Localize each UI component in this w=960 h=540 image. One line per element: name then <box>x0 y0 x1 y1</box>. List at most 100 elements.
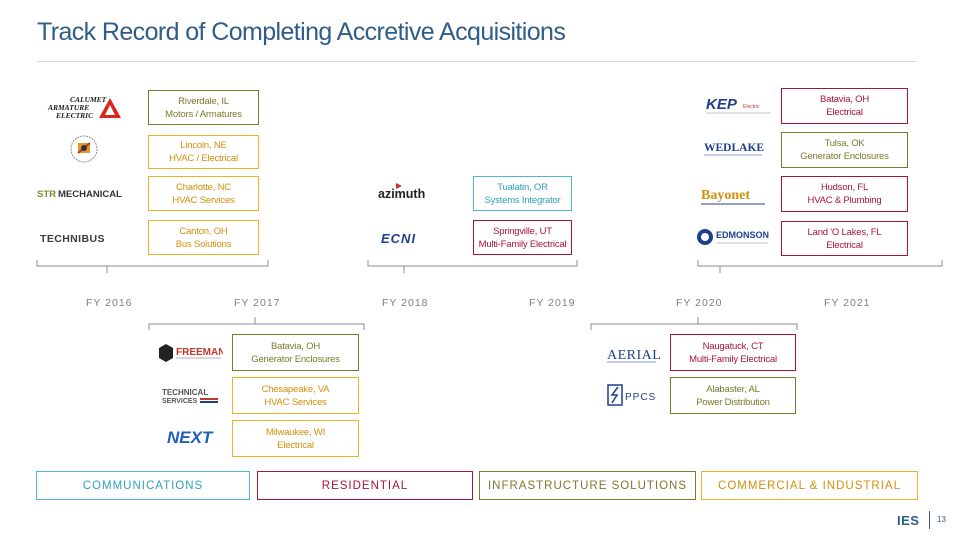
technibus-logo-text: TECHNIBUS <box>40 233 105 245</box>
acquisition-type: Systems Integrator <box>484 194 561 206</box>
acquisition-location: Batavia, OH <box>270 340 320 352</box>
acquisition-location: Tualatin, OR <box>497 181 548 193</box>
acquisition-location: Chesapeake, VA <box>261 383 330 395</box>
seal-logo <box>64 134 104 164</box>
acquisition-card: Canton, OH Bus Solutions <box>148 220 259 255</box>
technical-logo-word2: SERVICES <box>162 398 198 405</box>
bracket-2018 <box>367 260 578 267</box>
acquisition-card: Hudson, FL HVAC & Plumbing <box>781 176 908 212</box>
acquisition-card: Chesapeake, VA HVAC Services <box>232 377 359 414</box>
acquisition-type: Electrical <box>826 239 863 251</box>
wedlake-logo: WEDLAKE <box>704 139 766 159</box>
bracket-2016 <box>36 260 269 267</box>
legend-residential: RESIDENTIAL <box>257 471 473 500</box>
acquisition-location: Milwaukee, WI <box>265 426 326 438</box>
bayonet-logo: Bayonet <box>701 184 769 208</box>
legend-infrastructure: INFRASTRUCTURE SOLUTIONS <box>479 471 696 500</box>
azimuth-logo: azimuth <box>378 183 436 201</box>
acquisition-type: Motors / Armatures <box>165 108 242 120</box>
technical-logo-word1: TECHNICAL <box>162 388 208 397</box>
wedlake-logo-text: WEDLAKE <box>704 142 764 154</box>
next-logo: NEXT <box>166 426 216 450</box>
kep-logo-text: KEP <box>706 96 738 113</box>
acquisition-location: Hudson, FL <box>820 182 869 193</box>
calumet-logo: CALUMET ARMATURE ELECTRIC <box>46 94 122 120</box>
acquisition-type: Electrical <box>277 439 314 451</box>
acquisition-card: Batavia, OH Generator Enclosures <box>232 334 359 371</box>
ecni-logo: ECNI <box>380 230 430 246</box>
acquisition-type: HVAC Services <box>172 194 235 206</box>
title-divider <box>37 61 917 62</box>
acquisition-type: Multi-Family Electrical <box>689 353 777 365</box>
acquisition-type: HVAC Services <box>264 396 327 408</box>
fy-label: FY 2018 <box>382 297 429 309</box>
calumet-logo-word2: ARMATURE <box>47 103 89 112</box>
str-mechanical-logo: STR MECHANICAL <box>37 186 125 200</box>
acquisition-type: Generator Enclosures <box>251 353 340 365</box>
acquisition-type: Power Distribution <box>696 396 770 408</box>
acquisition-location: Lincoln, NE <box>180 140 227 151</box>
svg-text:Electric: Electric <box>743 104 760 110</box>
legend-communications: COMMUNICATIONS <box>36 471 250 500</box>
acquisition-card: Land 'O Lakes, FL Electrical <box>781 221 908 256</box>
ppcs-logo-text: PPCS <box>625 392 656 403</box>
acquisition-location: Charlotte, NC <box>176 181 231 193</box>
acquisition-card: Milwaukee, WI Electrical <box>232 420 359 457</box>
edmonson-logo: EDMONSON <box>696 227 770 249</box>
acquisition-card: Charlotte, NC HVAC Services <box>148 176 259 211</box>
calumet-logo-word3: ELECTRIC <box>55 111 94 120</box>
acquisition-location: Canton, OH <box>179 225 228 237</box>
acquisition-type: HVAC / Electrical <box>169 153 238 164</box>
ecni-logo-text: ECNI <box>381 231 416 246</box>
acquisition-card: Naugatuck, CT Multi-Family Electrical <box>670 334 796 371</box>
next-logo-text: NEXT <box>167 428 214 447</box>
acquisition-card: Tulsa, OK Generator Enclosures <box>781 132 908 168</box>
acquisition-location: Springville, UT <box>493 225 552 237</box>
acquisition-type: Electrical <box>826 107 863 118</box>
footer-divider <box>929 511 930 529</box>
acquisition-type: Bus Solutions <box>175 238 232 250</box>
fy-label: FY 2016 <box>86 297 133 309</box>
kep-logo: KEP Electric <box>703 94 775 118</box>
page-title: Track Record of Completing Accretive Acq… <box>37 18 566 46</box>
acquisition-type: HVAC & Plumbing <box>807 195 882 206</box>
acquisition-card: Lincoln, NE HVAC / Electrical <box>148 135 259 169</box>
calumet-logo-word1: CALUMET <box>70 95 107 104</box>
acquisition-location: Alabaster, AL <box>706 383 760 395</box>
page-number: 13 <box>937 515 946 524</box>
azimuth-logo-text: azimuth <box>378 187 425 201</box>
aerial-logo: AERIAL <box>606 342 660 366</box>
acquisition-card: Springville, UT Multi-Family Electrical <box>473 220 572 255</box>
bayonet-logo-text: Bayonet <box>701 188 750 203</box>
fy-label: FY 2017 <box>234 297 281 309</box>
acquisition-type: Generator Enclosures <box>800 151 889 162</box>
fy-label: FY 2020 <box>676 297 723 309</box>
acquisition-location: Tulsa, OK <box>824 138 865 149</box>
freeman-logo: FREEMAN <box>157 342 223 364</box>
str-logo-prefix: STR <box>37 189 56 200</box>
acquisition-location: Land 'O Lakes, FL <box>807 226 882 238</box>
bracket-2017 <box>148 323 365 330</box>
freeman-logo-text: FREEMAN <box>176 347 223 358</box>
acquisition-card: Riverdale, IL Motors / Armatures <box>148 90 259 125</box>
acquisition-location: Riverdale, IL <box>178 95 229 107</box>
technibus-logo: TECHNIBUS <box>40 231 124 245</box>
acquisition-type: Multi-Family Electrical <box>478 238 567 250</box>
fy-label: FY 2021 <box>824 297 871 309</box>
acquisition-card: Alabaster, AL Power Distribution <box>670 377 796 414</box>
acquisition-card: Batavia, OH Electrical <box>781 88 908 124</box>
company-logo: IES <box>897 513 920 528</box>
bracket-2019 <box>590 323 798 330</box>
acquisition-card: Tualatin, OR Systems Integrator <box>473 176 572 211</box>
aerial-logo-text: AERIAL <box>607 348 660 363</box>
legend-commercial-industrial: COMMERCIAL & INDUSTRIAL <box>701 471 918 500</box>
acquisition-location: Naugatuck, CT <box>702 340 764 352</box>
str-logo-suffix: MECHANICAL <box>58 189 122 200</box>
ppcs-logo: PPCS <box>606 383 660 411</box>
acquisition-location: Batavia, OH <box>819 94 869 105</box>
edmonson-logo-text: EDMONSON <box>716 230 769 240</box>
bracket-2020 <box>697 260 943 267</box>
fy-label: FY 2019 <box>529 297 576 309</box>
technical-services-logo: TECHNICAL SERVICES <box>162 386 220 406</box>
